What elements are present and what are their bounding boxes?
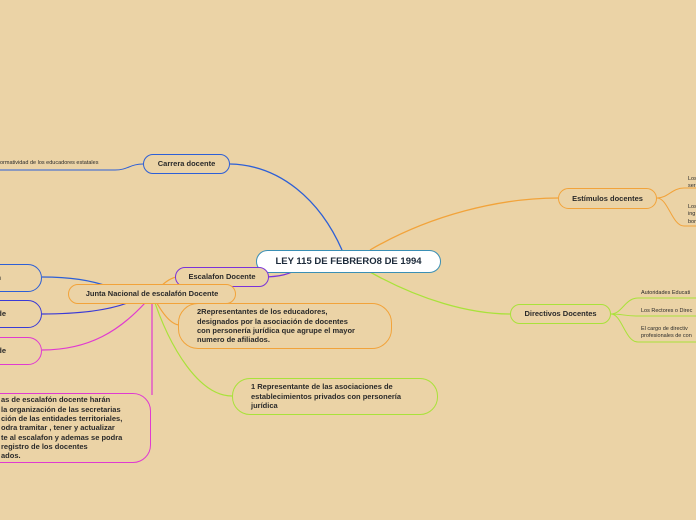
topic-label: Junta Nacional de escalafón Docente: [85, 289, 219, 299]
topic-representantes-educadores[interactable]: 2Representantes de los educadores, desig…: [178, 303, 392, 349]
edge-junta-left2: [41, 301, 131, 315]
edge-directivos-leaf3: [610, 313, 696, 343]
edge-estimulos-leaf1: [656, 187, 696, 199]
topic-label: 1 Representante de las asociaciones de e…: [251, 382, 402, 411]
topic-left-2[interactable]: de: [0, 300, 42, 328]
edge-junta-rep1: [151, 293, 233, 397]
topic-label: n: [0, 273, 1, 282]
leaf-directivos-1: Autoridades Educati: [641, 290, 691, 296]
topic-left-1[interactable]: n: [0, 264, 42, 292]
topic-label: de: [0, 346, 6, 356]
topic-representante-privados[interactable]: 1 Representante de las asociaciones de e…: [232, 378, 438, 415]
topic-left-3[interactable]: de: [0, 337, 42, 365]
topic-label: de: [0, 309, 6, 319]
edge-junta-left3: [41, 302, 146, 351]
central-topic[interactable]: LEY 115 DE FEBRERO8 DE 1994: [256, 250, 441, 273]
topic-junta-nacional[interactable]: Junta Nacional de escalafón Docente: [68, 284, 236, 304]
topic-label: Escalafon Docente: [188, 272, 256, 282]
topic-left-4[interactable]: as de escalafón docente harán la organiz…: [0, 393, 151, 463]
edge-root-directivos: [369, 271, 511, 315]
leaf-estimulos-2: Los ing bon: [688, 204, 696, 225]
topic-estimulos-docentes[interactable]: Estímulos docentes: [558, 188, 657, 209]
topic-directivos-docentes[interactable]: Directivos Docentes: [510, 304, 611, 324]
edge-estimulos-leaf2: [656, 197, 696, 227]
leaf-directivos-3: El cargo de directiv profesionales de co…: [641, 326, 692, 340]
edge-directivos-leaf1: [610, 297, 696, 315]
leaf-directivos-2: Los Rectores o Direc: [641, 308, 693, 314]
topic-label: Carrera docente: [157, 159, 216, 169]
topic-label: as de escalafón docente harán la organiz…: [1, 395, 123, 461]
topic-carrera-docente[interactable]: Carrera docente: [143, 154, 230, 174]
topic-label: Directivos Docentes: [524, 309, 597, 319]
edge-root-estimulos: [369, 197, 559, 251]
edge-directivos-leaf2: [610, 313, 696, 317]
leaf-estimulos-1: Los ser: [688, 176, 696, 190]
topic-label: 2Representantes de los educadores, desig…: [197, 307, 355, 345]
central-topic-label: LEY 115 DE FEBRERO8 DE 1994: [275, 255, 422, 267]
edge-carrera-leaf: [0, 163, 144, 171]
leaf-carrera-normatividad: ormatividad de los educadores estatales: [0, 160, 99, 166]
topic-label: Estímulos docentes: [572, 193, 643, 203]
edge-root-carrera: [229, 163, 343, 251]
